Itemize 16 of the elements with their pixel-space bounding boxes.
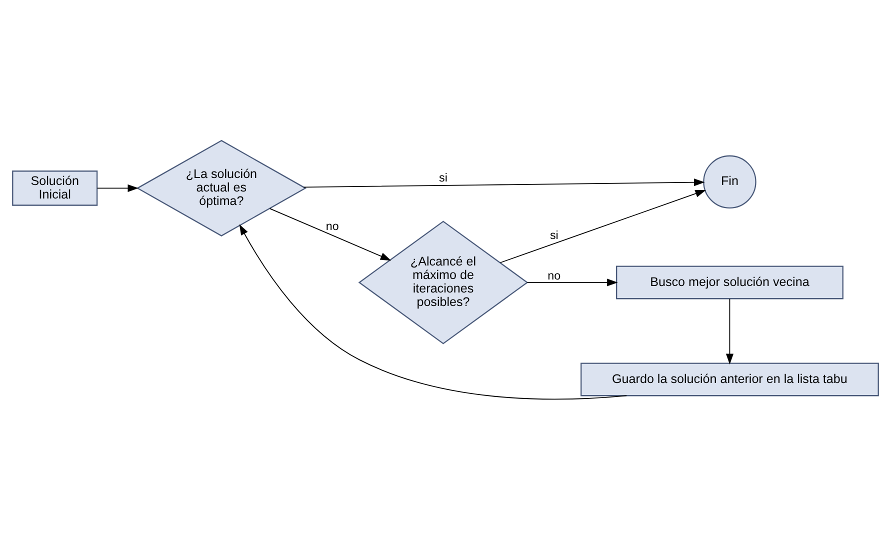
node-diamond: ¿Alcancé el máximo de iteraciones posibles? bbox=[358, 220, 528, 344]
edge-label: si bbox=[439, 170, 448, 184]
arrow bbox=[526, 278, 618, 286]
arrow bbox=[269, 208, 392, 260]
node-box: Solución Inicial bbox=[12, 170, 98, 206]
node-circle: Fin bbox=[703, 154, 756, 208]
node-box: Busco mejor solución vecina bbox=[616, 265, 844, 299]
edge-label: no bbox=[548, 268, 561, 282]
arrow bbox=[239, 224, 628, 400]
arrow bbox=[303, 178, 705, 188]
arrow bbox=[726, 298, 734, 364]
arrow bbox=[96, 184, 139, 192]
edge-label: si bbox=[550, 228, 558, 242]
node-box: Guardo la solución anterior en la lista tabu bbox=[580, 362, 879, 396]
arrow bbox=[500, 189, 706, 263]
edge-label: no bbox=[326, 219, 339, 232]
